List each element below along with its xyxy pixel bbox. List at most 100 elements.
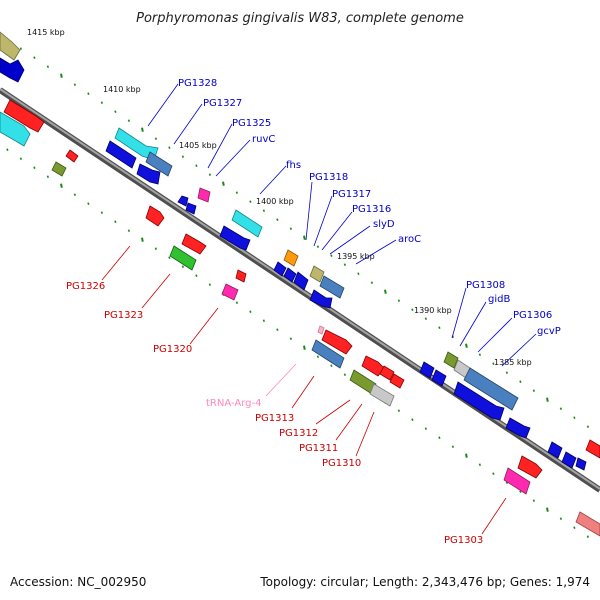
scale-tick <box>478 353 482 356</box>
gene-label: gcvP <box>537 326 561 337</box>
gene-label: PG1318 <box>309 172 348 183</box>
gene-label: PG1312 <box>279 428 318 439</box>
scale-tick <box>465 453 468 458</box>
gene-arrow <box>0 111 31 147</box>
leader-line <box>335 403 363 441</box>
kbp-label: 1390 kbp <box>414 306 452 315</box>
scale-tick <box>559 407 563 410</box>
scale-tick <box>451 445 455 448</box>
scale-tick <box>397 299 401 302</box>
gene-arrow <box>317 325 325 335</box>
scale-tick <box>330 254 333 257</box>
scale-tick <box>154 137 158 140</box>
gene-arrow <box>319 275 345 299</box>
scale-tick <box>33 166 36 169</box>
scale-tick <box>316 245 320 248</box>
leader-line <box>459 301 487 347</box>
scale-tick <box>60 183 63 188</box>
kbp-label: 1405 kbp <box>179 141 217 150</box>
scale-tick <box>411 418 414 421</box>
gene-arrow <box>431 369 447 387</box>
scale-tick <box>424 317 428 320</box>
gene-arrow <box>105 140 137 169</box>
leader-line <box>265 363 297 397</box>
scale-tick <box>73 193 77 196</box>
scale-tick <box>424 427 428 430</box>
scale-tick <box>276 328 279 331</box>
scale-tick <box>343 263 347 266</box>
scale-tick <box>195 274 198 277</box>
gene-label: PG1326 <box>66 281 105 292</box>
gene-label: PG1323 <box>104 310 143 321</box>
scale-tick <box>19 47 23 50</box>
forward-leaders <box>147 83 537 367</box>
gene-arrow <box>321 329 353 355</box>
gene-arrow <box>505 417 531 439</box>
forward-gene-labels: PG1328 PG1327 PG1325 ruvC fhs PG1318 PG1… <box>178 78 561 337</box>
scale-tick <box>289 337 293 340</box>
scale-tick <box>343 373 347 376</box>
gene-label: PG1328 <box>178 78 217 89</box>
scale-tick <box>46 175 50 178</box>
scale-tick <box>208 173 212 176</box>
genome-backbone <box>0 87 600 493</box>
scale-tick <box>100 101 104 104</box>
scale-tick <box>181 155 185 158</box>
gene-arrow <box>517 455 543 479</box>
leader-line <box>477 317 513 353</box>
gene-arrow <box>419 361 435 379</box>
gene-label: fhs <box>286 160 301 171</box>
gene-arrow <box>219 225 251 251</box>
gene-arrow <box>389 373 405 389</box>
leader-line <box>259 165 287 195</box>
gene-arrow <box>575 457 587 471</box>
leader-line <box>355 239 397 265</box>
scale-tick <box>546 507 549 512</box>
scale-tick <box>573 416 576 419</box>
scale-tick <box>519 380 522 383</box>
gene-arrow <box>231 209 263 238</box>
kbp-label: 1415 kbp <box>27 28 65 37</box>
scale-tick <box>87 202 90 205</box>
scale-tick <box>519 490 522 493</box>
scale-tick <box>141 237 144 242</box>
map-title: Porphyromonas gingivalis W83, complete g… <box>136 11 464 26</box>
gene-arrow <box>185 202 197 215</box>
gene-arrow <box>181 233 207 255</box>
gene-label: tRNA-Arg-4 <box>206 398 261 409</box>
gene-label: PG1316 <box>352 204 391 215</box>
forward-genes <box>0 31 600 471</box>
leader-line <box>147 83 179 127</box>
leader-line <box>321 211 353 251</box>
gene-arrow <box>0 31 21 61</box>
accession-text: Accession: NC_002950 <box>10 575 146 589</box>
gene-arrow <box>235 269 247 283</box>
scale-tick <box>208 283 212 286</box>
gene-label: PG1327 <box>203 98 242 109</box>
leader-line <box>305 181 313 241</box>
scale-tick <box>114 220 117 223</box>
gene-arrow <box>169 245 197 271</box>
gene-label: PG1325 <box>232 118 271 129</box>
gene-arrow <box>547 441 563 459</box>
gene-arrow <box>309 265 325 283</box>
leader-line <box>291 375 315 409</box>
scale-tick <box>492 472 495 475</box>
leader-line <box>141 273 171 309</box>
scale-tick <box>73 83 77 86</box>
scale-tick <box>60 73 63 78</box>
scale-tick <box>154 247 158 250</box>
gene-arrow <box>311 339 345 369</box>
kbp-label: 1385 kbp <box>494 358 532 367</box>
leader-line <box>451 287 467 339</box>
gene-label: PG1311 <box>299 443 338 454</box>
scale-tick <box>6 148 9 151</box>
scale-tick <box>195 164 198 167</box>
scale-tick <box>505 371 509 374</box>
gene-arrow <box>463 367 519 411</box>
scale-tick <box>357 272 360 275</box>
scale-tick <box>222 181 225 186</box>
reverse-gene-labels: PG1326 PG1323 PG1320 tRNA-Arg-4 PG1313 P… <box>66 281 483 546</box>
leader-line <box>189 307 219 345</box>
scale-tick <box>168 146 171 149</box>
